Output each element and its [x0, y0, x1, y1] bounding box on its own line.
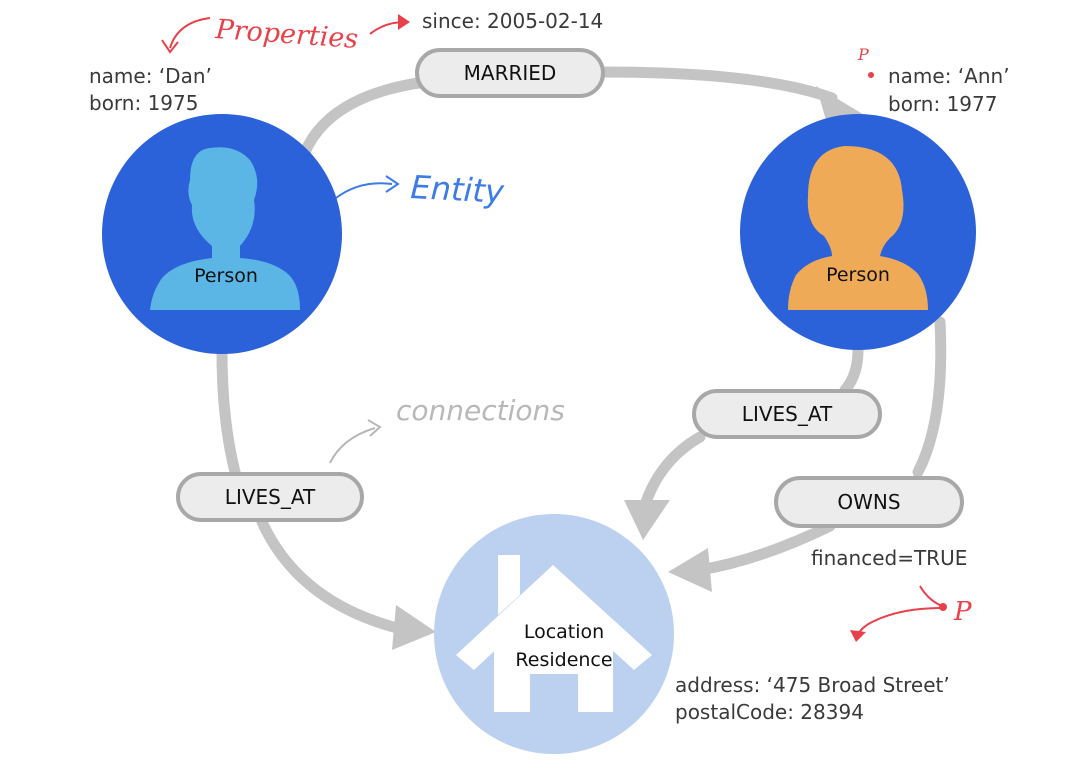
- location-node-residence: Location Residence: [434, 514, 674, 754]
- residence-label-line2: Residence: [515, 649, 612, 671]
- person-silhouette-icon: [150, 147, 300, 310]
- married-arrowhead: [816, 86, 866, 120]
- entity-annotation: Entity: [335, 168, 506, 211]
- ann-lives-at-arrowhead: [624, 500, 670, 540]
- ann-lives-at-edge: [639, 344, 864, 511]
- married-label: MARRIED: [464, 61, 557, 85]
- connections-arrow-icon: [329, 427, 376, 464]
- residence-address-prop: address: ‘475 Broad Street’: [675, 673, 950, 697]
- person-node-ann: Person: [740, 114, 976, 350]
- owns-financed-prop: financed=TRUE: [811, 546, 967, 570]
- married-edge-left: [299, 76, 431, 158]
- owns-label: OWNS: [837, 490, 900, 514]
- residence-label-line1: Location: [524, 621, 604, 643]
- dan-lives-at-pill: LIVES_AT: [176, 472, 364, 522]
- p-bottom-annotation: P: [850, 585, 972, 642]
- properties-annotation-text: Properties: [214, 14, 360, 55]
- p-bottom-arrow-icon: [919, 585, 943, 607]
- entity-annotation-text: Entity: [410, 168, 506, 211]
- married-since-prop: since: 2005-02-14: [422, 9, 603, 33]
- owns-arrowhead: [668, 548, 712, 592]
- p-top-annotation-text: P: [857, 45, 869, 64]
- house-icon: [456, 555, 652, 712]
- dan-lives-at-edge: [216, 346, 411, 636]
- dan-born-prop: born: 1975: [89, 91, 198, 115]
- dan-lives-at-arrowhead: [392, 605, 436, 650]
- ann-node-label: Person: [826, 264, 890, 286]
- dan-node-label: Person: [194, 265, 258, 287]
- ann-lives-at-label: LIVES_AT: [742, 402, 833, 426]
- person-silhouette-icon: [788, 146, 928, 310]
- owns-edge: [694, 316, 947, 576]
- p-top-annotation: P: [857, 45, 874, 78]
- properties-left-arrow-icon: [169, 17, 211, 49]
- properties-annotation: Properties: [161, 14, 410, 55]
- bullet-dot-icon: [868, 72, 874, 78]
- dan-lives-at-label: LIVES_AT: [225, 485, 316, 509]
- married-pill: MARRIED: [415, 48, 605, 98]
- residence-postalcode-prop: postalCode: 28394: [675, 700, 864, 724]
- p-bottom-annotation-text: P: [953, 597, 972, 627]
- owns-pill: OWNS: [774, 476, 964, 528]
- person-node-dan: Person: [102, 114, 342, 354]
- connections-annotation: connections: [329, 394, 565, 464]
- entity-arrow-icon: [335, 182, 393, 199]
- ann-born-prop: born: 1977: [888, 92, 997, 116]
- ann-lives-at-pill: LIVES_AT: [692, 389, 882, 439]
- ann-name-prop: name: ‘Ann’: [888, 64, 1010, 88]
- bullet-dot-icon: [939, 603, 947, 611]
- connections-annotation-text: connections: [396, 394, 565, 427]
- dan-name-prop: name: ‘Dan’: [89, 64, 212, 88]
- married-edge-right: [598, 66, 838, 104]
